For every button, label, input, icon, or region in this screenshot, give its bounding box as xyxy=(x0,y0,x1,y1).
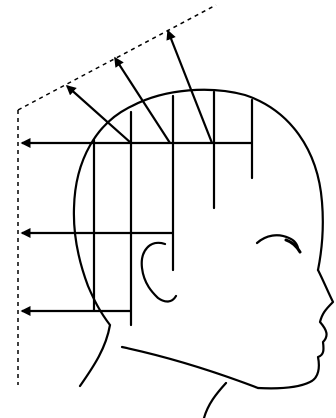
middle-diagonal-arrow xyxy=(115,58,170,143)
diagonal-dashed-guide xyxy=(18,5,216,110)
front-neck-line xyxy=(204,383,226,418)
head-outline xyxy=(74,90,323,386)
face-profile xyxy=(258,270,333,388)
front-diagonal-arrow xyxy=(168,31,212,143)
ear-outline xyxy=(142,243,176,302)
rear-diagonal-arrow xyxy=(67,86,131,143)
neck-line xyxy=(122,347,258,388)
